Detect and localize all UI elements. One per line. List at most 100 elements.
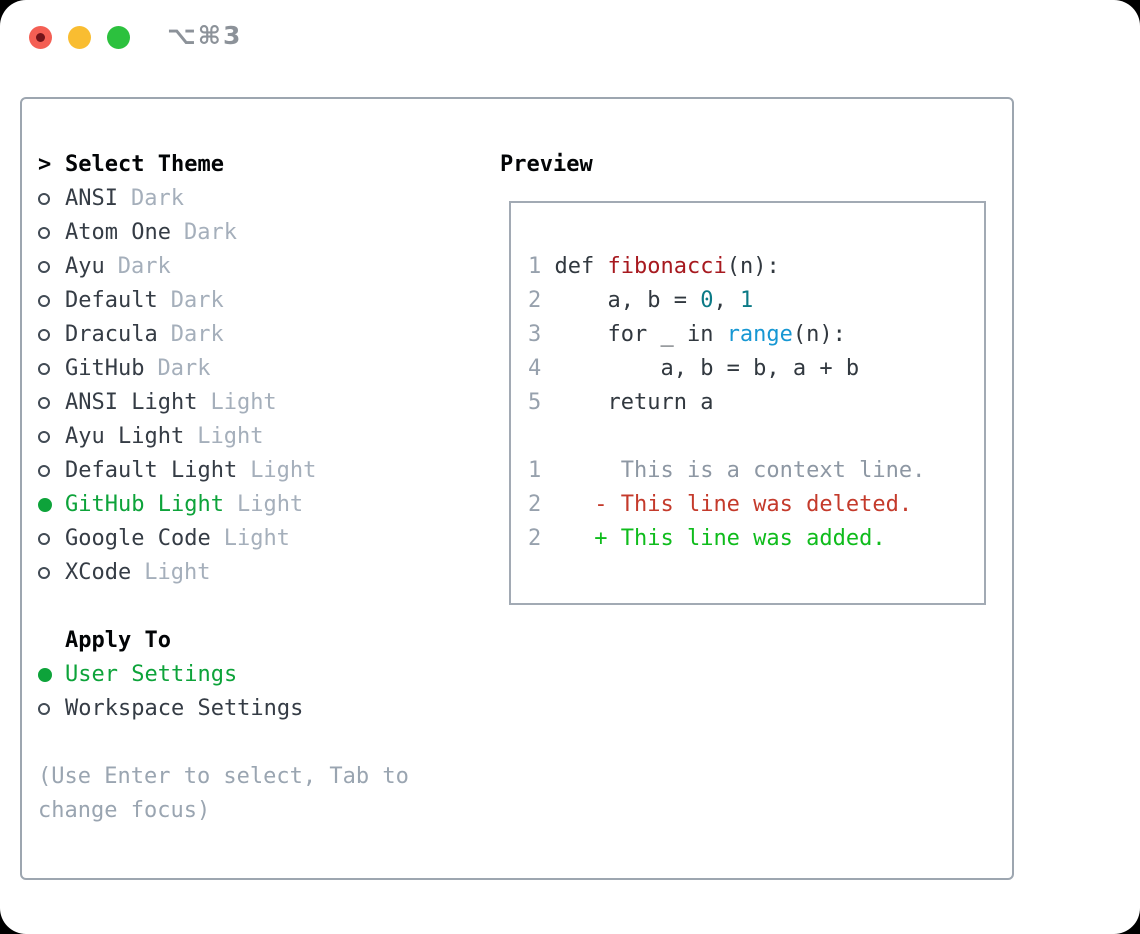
theme-option-ayu-light[interactable]: Ayu Light Light bbox=[38, 420, 490, 454]
radio-icon bbox=[38, 431, 50, 443]
theme-option-label: GitHub Light bbox=[65, 492, 224, 517]
radio-icon bbox=[38, 465, 50, 477]
theme-option-atom-one[interactable]: Atom One Dark bbox=[38, 216, 490, 250]
theme-option-label: GitHub bbox=[65, 356, 145, 381]
code-segment-code: (n): bbox=[726, 254, 780, 279]
code-segment-add: + This line was added. bbox=[554, 526, 886, 551]
section-gap bbox=[38, 590, 490, 624]
radio-icon bbox=[38, 533, 50, 545]
theme-option-default[interactable]: Default Dark bbox=[38, 284, 490, 318]
code-line bbox=[528, 420, 984, 454]
code-segment-code: (n): bbox=[792, 322, 846, 347]
code-segment-num: 1 bbox=[739, 288, 754, 313]
radio-slot bbox=[38, 284, 65, 318]
radio-icon bbox=[38, 703, 50, 715]
theme-variant-label: Light bbox=[144, 560, 211, 585]
theme-option-label: Ayu Light bbox=[65, 424, 185, 449]
code-line: 3 for _ in range(n): bbox=[528, 318, 984, 352]
radio-slot bbox=[38, 454, 65, 488]
code-segment-func: fibonacci bbox=[607, 254, 727, 279]
theme-option-label: XCode bbox=[65, 560, 132, 585]
close-button[interactable] bbox=[29, 26, 52, 49]
theme-variant-label: Light bbox=[223, 526, 290, 551]
select-theme-title: Select Theme bbox=[65, 152, 224, 177]
radio-icon bbox=[38, 567, 50, 579]
theme-option-google-code[interactable]: Google Code Light bbox=[38, 522, 490, 556]
section-gap bbox=[38, 726, 490, 760]
close-dot-icon bbox=[36, 33, 45, 42]
radio-icon bbox=[38, 397, 50, 409]
radio-slot bbox=[38, 216, 65, 250]
zoom-button[interactable] bbox=[107, 26, 130, 49]
preview-title: Preview bbox=[500, 152, 593, 177]
theme-option-label: Default bbox=[65, 288, 158, 313]
radio-slot bbox=[38, 658, 65, 692]
theme-option-label: Atom One bbox=[65, 220, 171, 245]
theme-variant-label: Light bbox=[236, 492, 304, 517]
code-segment-code: , bbox=[713, 288, 740, 313]
radio-slot bbox=[38, 488, 65, 522]
apply-option-label: User Settings bbox=[65, 662, 238, 687]
theme-option-label: Ayu bbox=[65, 254, 105, 279]
hint-text: (Use Enter to select, Tab to change focu… bbox=[38, 764, 409, 823]
code-segment-ln: 1 bbox=[528, 254, 555, 279]
theme-option-label: ANSI Light bbox=[65, 390, 198, 415]
radio-icon bbox=[38, 329, 50, 341]
code-segment-code: a, b = bbox=[554, 288, 701, 313]
theme-variant-label: Dark bbox=[183, 220, 237, 245]
code-segment-ln: 3 bbox=[528, 322, 555, 347]
code-segment-code: def bbox=[554, 254, 608, 279]
select-theme-header: > Select Theme bbox=[38, 148, 490, 182]
code-segment-ln: 2 bbox=[528, 526, 555, 551]
code-segment-builtin: range bbox=[726, 322, 793, 347]
radio-slot bbox=[38, 420, 65, 454]
theme-variant-label: Dark bbox=[170, 322, 224, 347]
theme-option-label: Google Code bbox=[65, 526, 211, 551]
theme-option-label: ANSI bbox=[65, 186, 118, 211]
radio-icon bbox=[38, 363, 50, 375]
code-segment-code: return a bbox=[554, 390, 714, 415]
code-segment-num: 0 bbox=[700, 288, 714, 313]
theme-variant-label: Dark bbox=[170, 288, 224, 313]
theme-option-label: Default Light bbox=[65, 458, 238, 483]
apply-option-label: Workspace Settings bbox=[65, 696, 304, 721]
theme-variant-label: Dark bbox=[157, 356, 211, 381]
code-segment-ln: 2 bbox=[528, 288, 555, 313]
theme-variant-label: Dark bbox=[117, 254, 171, 279]
code-line: 2 a, b = 0, 1 bbox=[528, 284, 984, 318]
radio-icon bbox=[38, 193, 50, 205]
apply-option-user-settings[interactable]: User Settings bbox=[38, 658, 490, 692]
code-segment-code: for _ in bbox=[554, 322, 727, 347]
apply-option-workspace-settings[interactable]: Workspace Settings bbox=[38, 692, 490, 726]
code-line: 2 - This line was deleted. bbox=[528, 488, 984, 522]
theme-option-github-light[interactable]: GitHub Light Light bbox=[38, 488, 490, 522]
apply-to-header: Apply To bbox=[38, 624, 490, 658]
code-segment-ln: 2 bbox=[528, 492, 555, 517]
prompt-icon: > bbox=[38, 152, 52, 177]
window-controls bbox=[29, 26, 130, 49]
radio-icon bbox=[38, 261, 50, 273]
radio-slot bbox=[38, 250, 65, 284]
radio-slot bbox=[38, 386, 65, 420]
radio-slot bbox=[38, 182, 65, 216]
theme-option-ayu[interactable]: Ayu Dark bbox=[38, 250, 490, 284]
theme-option-github[interactable]: GitHub Dark bbox=[38, 352, 490, 386]
radio-slot bbox=[38, 522, 65, 556]
theme-variant-label: Light bbox=[197, 424, 264, 449]
code-segment-ln: 1 bbox=[528, 458, 555, 483]
minimize-button[interactable] bbox=[68, 26, 91, 49]
theme-option-xcode[interactable]: XCode Light bbox=[38, 556, 490, 590]
code-line: 4 a, b = b, a + b bbox=[528, 352, 984, 386]
radio-slot bbox=[38, 352, 65, 386]
radio-icon bbox=[38, 295, 50, 307]
